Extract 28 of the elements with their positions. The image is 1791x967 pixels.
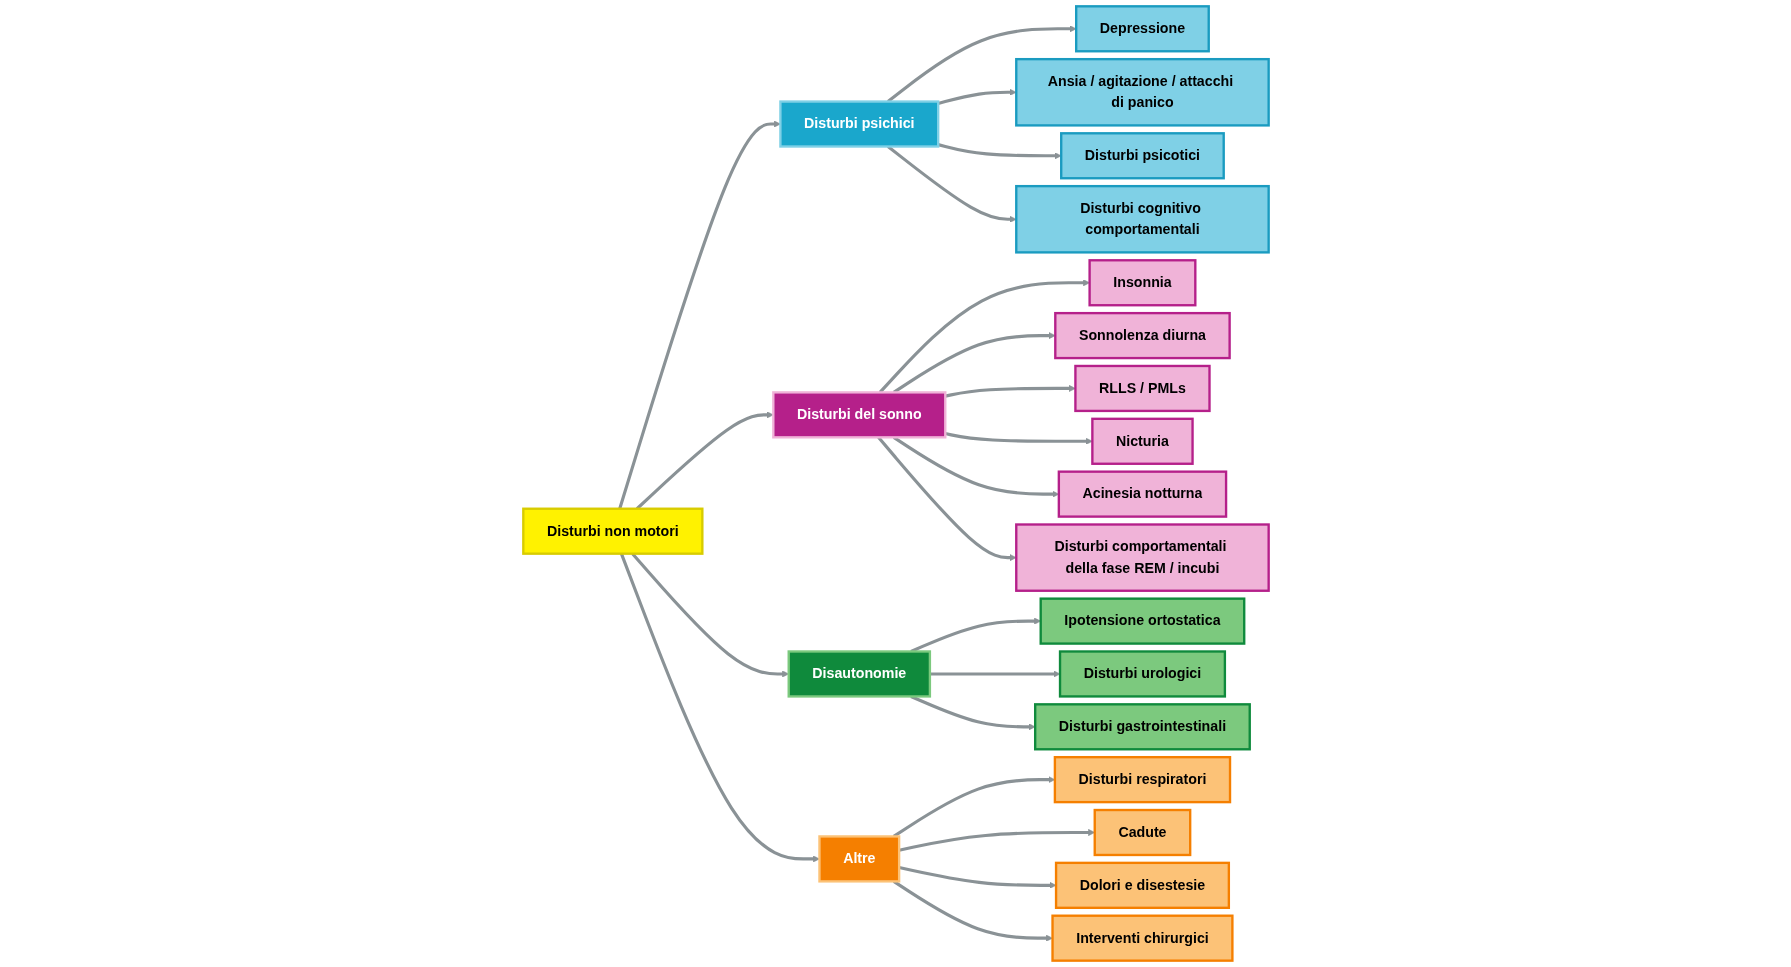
node-box: Acinesia notturna (1057, 470, 1227, 518)
arrow (892, 776, 1055, 838)
node-box: Disturbi cognitivo comportamentali (1014, 184, 1270, 254)
arrow (892, 880, 1053, 942)
node-box: Disturbi respiratori (1053, 756, 1231, 804)
node-box: Nicturia (1090, 417, 1194, 465)
node-box: Disturbi non motori (521, 507, 704, 555)
arrow (886, 25, 1076, 103)
arrow (929, 670, 1060, 678)
node-box: Cadute (1093, 808, 1191, 857)
node-box: Disturbi gastrointestinali (1033, 703, 1251, 751)
node-box: Disturbi psicotici (1059, 132, 1225, 180)
node-box: Disturbi del sonno (771, 391, 946, 439)
node-box: Insonnia (1087, 259, 1196, 307)
node-box: Disautonomie (787, 650, 931, 698)
arrow (898, 866, 1056, 889)
node-box: Altre (817, 835, 900, 883)
node-box: Disturbi comportamentali della fase REM / incubi (1014, 523, 1270, 592)
node-box: Ipotensione ortostatica (1039, 597, 1245, 645)
node-box: Interventi chirurgici (1050, 914, 1234, 962)
node-box: Disturbi urologici (1058, 650, 1226, 698)
node-box: RLLS / PMLs (1073, 364, 1211, 413)
arrow (898, 829, 1095, 852)
node-box: Disturbi psichici (778, 100, 939, 148)
node-box: Depressione (1074, 5, 1210, 53)
node-box: Sonnolenza diurna (1053, 311, 1231, 360)
node-box: Dolori e disestesie (1054, 861, 1230, 909)
node-box: Ansia / agitazione / attacchi di panico (1014, 58, 1270, 127)
